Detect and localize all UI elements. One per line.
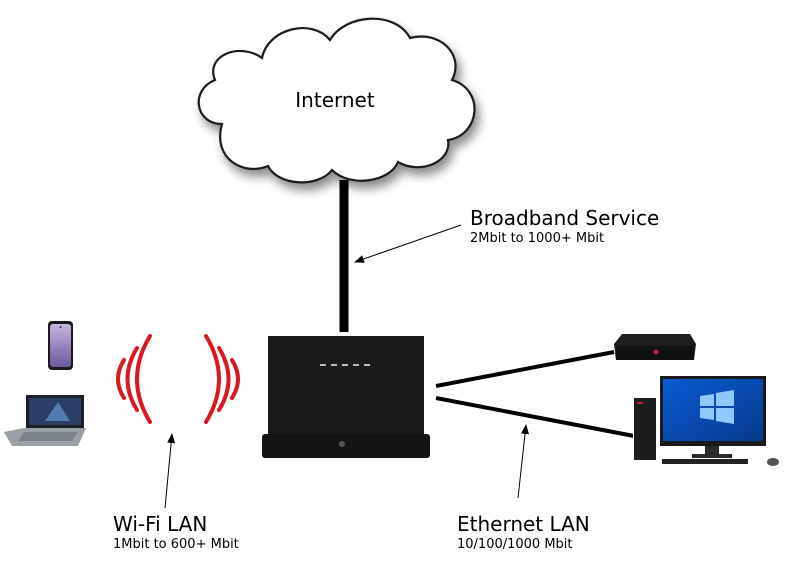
ethernet-title: Ethernet LAN [457, 512, 590, 536]
broadband-arrow [354, 224, 462, 263]
wifi-waves-left [116, 334, 152, 424]
ethernet-link-desktop [435, 396, 635, 438]
ethernet-speed: 10/100/1000 Mbit [457, 537, 573, 552]
broadband-label: Broadband Service 2Mbit to 1000+ Mbit [470, 206, 659, 248]
broadband-title: Broadband Service [470, 206, 660, 230]
ethernet-arrow [517, 424, 529, 499]
smartphone-icon [48, 321, 73, 370]
internet-label: Internet [295, 88, 375, 112]
laptop-icon [4, 395, 86, 446]
media-box-icon [614, 334, 696, 360]
router-icon [262, 336, 430, 458]
wifi-title: Wi-Fi LAN [113, 512, 208, 536]
cloud-icon [197, 17, 476, 184]
wifi-label: Wi-Fi LAN 1Mbit to 600+ Mbit [113, 512, 239, 554]
wifi-arrow [164, 433, 176, 509]
wifi-speed: 1Mbit to 600+ Mbit [113, 537, 239, 552]
desktop-computer-icon [633, 376, 780, 470]
broadband-speed: 2Mbit to 1000+ Mbit [470, 231, 605, 246]
wifi-waves-right [204, 334, 240, 424]
ethernet-link-streamer [435, 350, 615, 388]
ethernet-label: Ethernet LAN 10/100/1000 Mbit [457, 512, 590, 554]
